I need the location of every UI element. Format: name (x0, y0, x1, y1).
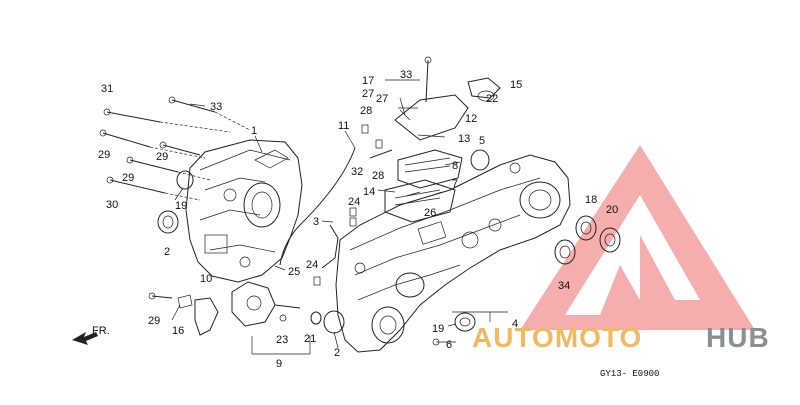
hoses-and-fasteners (279, 97, 508, 346)
callout-12: 12 (465, 113, 477, 125)
callout-26: 26 (424, 207, 436, 219)
callout-15: 15 (510, 79, 522, 91)
watermark-brand-text: AUTOMOTO HUB (472, 322, 770, 353)
callout-2a: 2 (164, 246, 170, 258)
callout-23: 23 (276, 334, 288, 346)
callout-9: 9 (276, 358, 282, 370)
callout-28b: 28 (372, 170, 384, 182)
callout-1: 1 (251, 125, 257, 137)
callout-33b: 33 (400, 69, 412, 81)
callout-17: 17 (362, 75, 374, 87)
callout-6: 6 (446, 339, 452, 351)
callout-21: 21 (304, 333, 316, 345)
oil-pump-assembly (148, 281, 311, 355)
callout-29b: 29 (156, 151, 168, 163)
callout-31: 31 (101, 83, 113, 95)
callout-27b: 27 (362, 88, 374, 100)
callout-11: 11 (338, 120, 349, 132)
callout-33: 33 (210, 101, 222, 113)
left-crankcase (185, 139, 303, 283)
callout-29a: 29 (98, 149, 110, 161)
callout-7: 7 (452, 178, 458, 190)
callout-4: 4 (512, 318, 518, 330)
callout-18: 18 (585, 194, 597, 206)
callout-19b: 19 (432, 323, 444, 335)
callout-24b: 24 (348, 196, 360, 208)
callout-14: 14 (363, 186, 375, 198)
callout-10: 10 (200, 273, 212, 285)
callout-20: 20 (606, 204, 618, 216)
callout-16: 16 (172, 325, 184, 337)
callout-30: 30 (106, 199, 118, 211)
callout-labels: 31 33 1 29 29 29 30 19 2 10 25 3 24 11 2… (98, 69, 618, 370)
watermark-logo (520, 145, 755, 330)
callout-5: 5 (479, 135, 485, 147)
callout-19a: 19 (175, 200, 187, 212)
direction-label: FR. (92, 325, 110, 337)
callout-32: 32 (351, 166, 363, 178)
reed-valve-assembly (384, 56, 501, 223)
diagram-code: GY13- E0900 (600, 369, 659, 379)
brand-name-part1: AUTOMOTO (472, 322, 642, 353)
crankcase-bolts (99, 96, 251, 201)
callout-22: 22 (486, 93, 498, 105)
callout-3: 3 (313, 216, 319, 228)
front-direction-arrow: FR. (72, 325, 110, 345)
callout-25: 25 (288, 266, 300, 278)
callout-29c: 29 (122, 172, 134, 184)
callout-8: 8 (452, 160, 458, 172)
callout-13: 13 (458, 133, 470, 145)
brand-name-part2: HUB (706, 322, 770, 353)
callout-27a: 27 (376, 93, 388, 105)
callout-34: 34 (558, 280, 570, 292)
callout-29d: 29 (148, 315, 160, 327)
callout-2b: 2 (334, 347, 340, 359)
callout-28a: 28 (360, 105, 372, 117)
right-crankcase (335, 154, 571, 353)
callout-leaders (171, 79, 461, 349)
callout-24a: 24 (306, 259, 318, 271)
